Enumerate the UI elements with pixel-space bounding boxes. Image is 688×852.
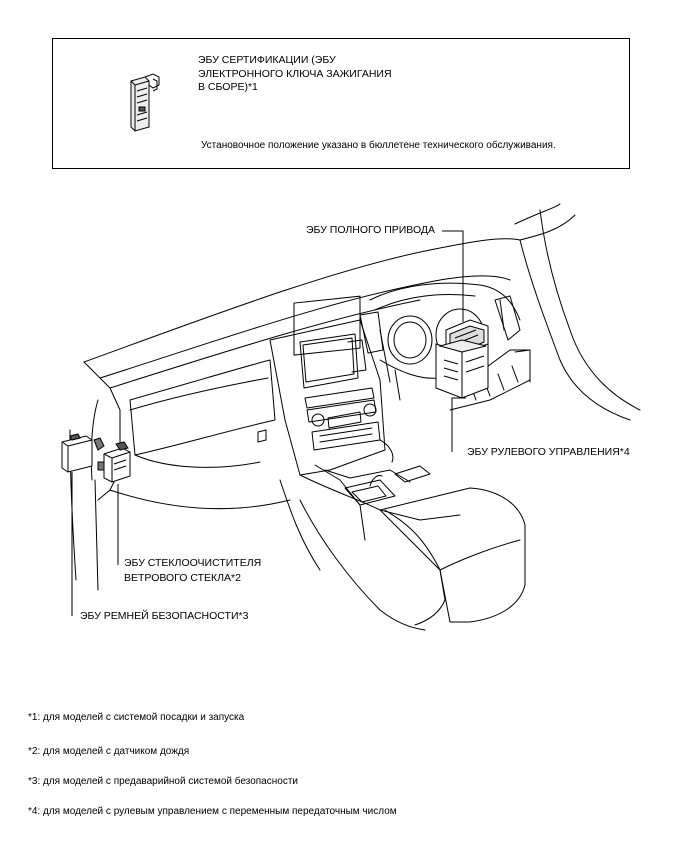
certification-ecu-icon xyxy=(130,73,160,132)
steering-ecu-icon xyxy=(435,339,489,399)
center-stack xyxy=(269,319,386,476)
footnote-3: *3: для моделей с предаварийной системой… xyxy=(28,776,298,787)
awd-ecu-label: ЭБУ ПОЛНОГО ПРИВОДА xyxy=(306,224,436,236)
steering-ecu-label: ЭБУ РУЛЕВОГО УПРАВЛЕНИЯ*4 xyxy=(467,446,630,458)
steering-leader xyxy=(451,397,466,452)
armrest xyxy=(379,487,526,623)
wiper-ecu-label-line1: ЭБУ СТЕКЛООЧИСТИТЕЛЯ xyxy=(124,557,262,569)
legend-note: Установочное положение указано в бюллете… xyxy=(201,140,556,151)
seatbelt-ecu-label: ЭБУ РЕМНЕЙ БЕЗОПАСНОСТИ*3 xyxy=(80,610,249,622)
awd-leader xyxy=(442,230,464,322)
instrument-hood xyxy=(369,282,521,321)
dashboard-top xyxy=(99,275,511,379)
a-pillar xyxy=(539,209,641,411)
seatbelt-ecu-icon xyxy=(61,433,105,473)
footnote-1: *1: для моделей с системой посадки и зап… xyxy=(28,712,245,723)
center-display xyxy=(293,295,361,356)
gauge-left xyxy=(387,315,433,365)
footnote-4: *4: для моделей с рулевым управлением с … xyxy=(28,806,397,817)
legend-box: ЭБУ СЕРТИФИКАЦИИ (ЭБУ ЭЛЕКТРОННОГО КЛЮЧА… xyxy=(52,38,630,169)
windshield-edge xyxy=(83,238,521,363)
wiper-ecu-label-line2: ВЕТРОВОГО СТЕКЛА*2 xyxy=(124,572,241,584)
glovebox xyxy=(129,359,276,456)
footnote-2: *2: для моделей с датчиком дождя xyxy=(28,746,190,757)
wiper-ecu-icon xyxy=(97,441,131,483)
legend-title: ЭБУ СЕРТИФИКАЦИИ (ЭБУ ЭЛЕКТРОННОГО КЛЮЧА… xyxy=(198,54,392,93)
